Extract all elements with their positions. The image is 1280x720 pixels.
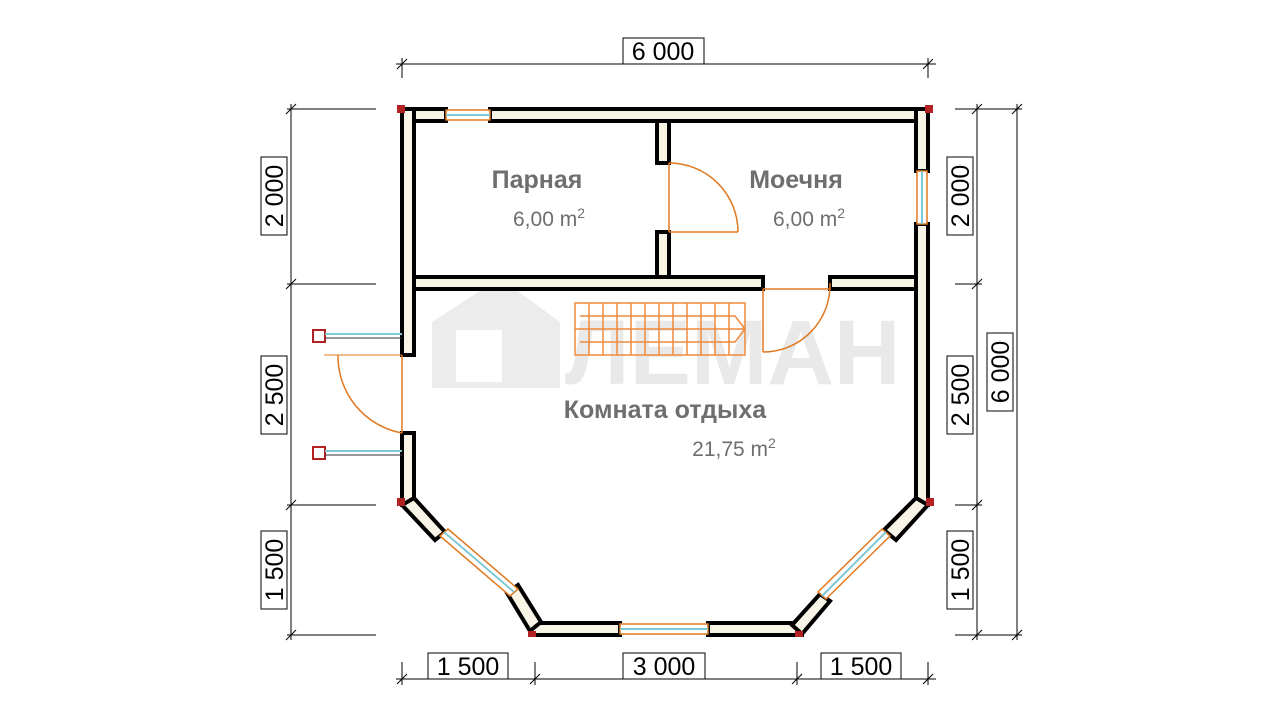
window-top bbox=[445, 109, 491, 121]
window-bottom bbox=[619, 623, 709, 635]
wall-bottom-right bbox=[706, 621, 804, 637]
dim-top: 6 000 bbox=[632, 38, 695, 66]
wall-horizontal-right bbox=[828, 275, 918, 291]
doors bbox=[324, 162, 831, 434]
room-area-parnaya: 6,00 m2 bbox=[513, 205, 585, 231]
window-right bbox=[916, 170, 928, 225]
dim-bottom-right: 1 500 bbox=[830, 653, 893, 681]
watermark-house-window bbox=[456, 330, 502, 382]
corner-posts bbox=[397, 105, 934, 637]
wall-right-top bbox=[914, 107, 930, 173]
wall-partition-lower bbox=[655, 230, 671, 283]
wall-top-main bbox=[488, 107, 930, 123]
wall-left-lower bbox=[400, 431, 416, 507]
dimension-labels: 6 000 1 500 3 000 1 500 2 000 2 500 1 50… bbox=[260, 37, 1015, 681]
dim-bottom-left: 1 500 bbox=[437, 653, 500, 681]
dim-left-middle: 2 500 bbox=[261, 364, 289, 427]
dim-left-top: 2 000 bbox=[261, 165, 289, 228]
wall-diag-right-lower bbox=[789, 591, 833, 637]
door-moechnya-hall bbox=[762, 282, 831, 353]
windows bbox=[438, 109, 928, 635]
door-parnaya-moechnya bbox=[668, 162, 739, 233]
watermark-text: ЛЕМАН bbox=[565, 302, 900, 404]
window-diag-left bbox=[438, 528, 520, 597]
dim-bottom-middle: 3 000 bbox=[633, 653, 696, 681]
stairs bbox=[574, 302, 746, 356]
dim-right-total: 6 000 bbox=[987, 341, 1015, 404]
walls bbox=[398, 107, 932, 637]
watermark: ЛЕМАН bbox=[432, 278, 900, 404]
wall-bottom-left bbox=[528, 621, 622, 637]
wall-right-lower bbox=[914, 222, 930, 507]
room-name-komnata-otdykha: Комната отдыха bbox=[564, 396, 767, 424]
wall-horizontal-left bbox=[412, 275, 765, 291]
wall-diag-left-upper bbox=[398, 495, 448, 543]
room-name-moechnya: Моечня bbox=[749, 166, 843, 194]
dim-right-top: 2 000 bbox=[947, 165, 975, 228]
wall-left-upper bbox=[400, 107, 416, 357]
door-entrance bbox=[324, 354, 403, 434]
wall-partition-upper bbox=[655, 119, 671, 165]
porch-rails bbox=[312, 329, 402, 460]
window-diag-right bbox=[816, 527, 892, 601]
dim-left-bottom: 1 500 bbox=[261, 539, 289, 602]
wall-diag-right-upper bbox=[881, 495, 932, 543]
room-area-moechnya: 6,00 m2 bbox=[773, 205, 845, 231]
room-labels: Парная 6,00 m2 Моечня 6,00 m2 Комната от… bbox=[492, 166, 846, 461]
room-name-parnaya: Парная bbox=[492, 166, 583, 194]
dim-right-bottom: 1 500 bbox=[947, 539, 975, 602]
room-area-komnata-otdykha: 21,75 m2 bbox=[692, 435, 776, 461]
dim-right-middle: 2 500 bbox=[947, 364, 975, 427]
